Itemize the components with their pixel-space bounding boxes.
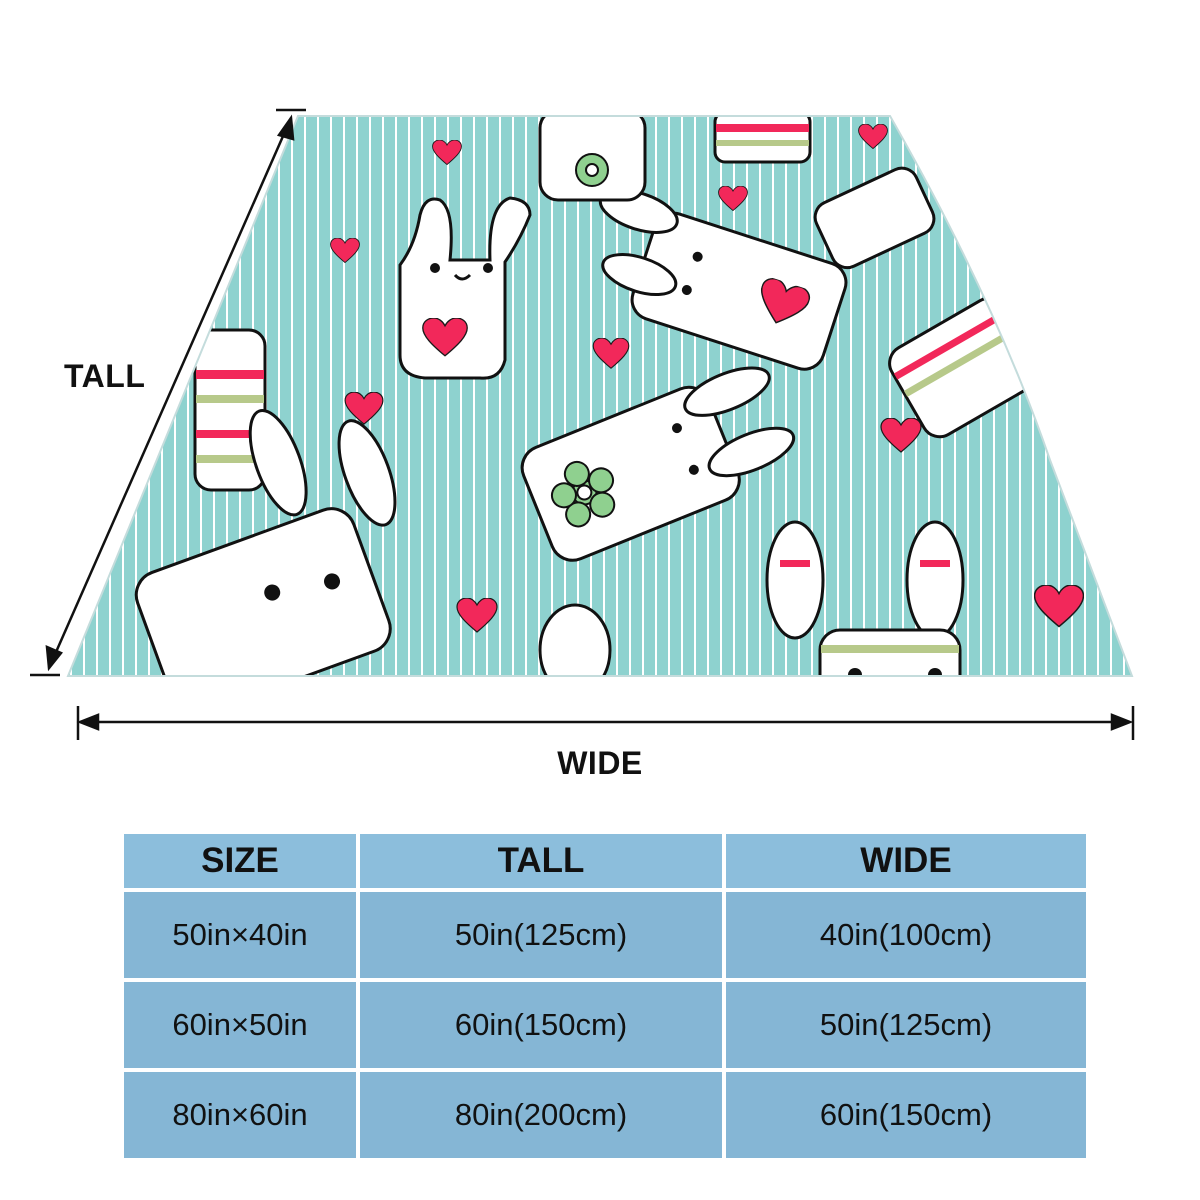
wide-dimension-arrow	[76, 706, 1135, 740]
header-size: SIZE	[124, 834, 356, 888]
tall-cell: 80in(200cm)	[360, 1072, 722, 1158]
tall-cell: 60in(150cm)	[360, 982, 722, 1068]
tall-label: TALL	[64, 358, 146, 394]
table-header-row: SIZE TALL WIDE	[124, 834, 1086, 888]
header-tall: TALL	[360, 834, 722, 888]
bunny-ear-bottom	[538, 603, 612, 676]
wide-cell: 50in(125cm)	[726, 982, 1086, 1068]
bunny-hearts-bottom-left	[134, 408, 397, 676]
bunny-hearts-right	[813, 166, 936, 270]
wide-cell: 40in(100cm)	[726, 892, 1086, 978]
bunny-heart-upright	[398, 196, 532, 380]
size-table: SIZE TALL WIDE 50in×40in 50in(125cm) 40i…	[120, 830, 1090, 1162]
wide-label: WIDE	[557, 745, 643, 781]
blanket	[66, 115, 1134, 677]
size-cell: 80in×60in	[124, 1072, 356, 1158]
bunny-flower-top	[538, 116, 647, 202]
flower-icon	[550, 460, 616, 528]
bunny-striped-bottom	[765, 520, 965, 676]
bunny-striped-top	[713, 116, 812, 164]
bunny-striped-left	[193, 328, 267, 492]
wide-cell: 60in(150cm)	[726, 1072, 1086, 1158]
tall-cell: 50in(125cm)	[360, 892, 722, 978]
tall-dimension-arrow	[30, 108, 306, 677]
bunny-heart-tilted	[598, 188, 848, 371]
blanket-illustration	[30, 108, 1135, 740]
table-row: 50in×40in 50in(125cm) 40in(100cm)	[124, 892, 1086, 978]
bunny-flower-center	[520, 366, 796, 562]
size-cell: 50in×40in	[124, 892, 356, 978]
table-row: 60in×50in 60in(150cm) 50in(125cm)	[124, 982, 1086, 1068]
table-row: 80in×60in 80in(200cm) 60in(150cm)	[124, 1072, 1086, 1158]
header-wide: WIDE	[726, 834, 1086, 888]
size-cell: 60in×50in	[124, 982, 356, 1068]
